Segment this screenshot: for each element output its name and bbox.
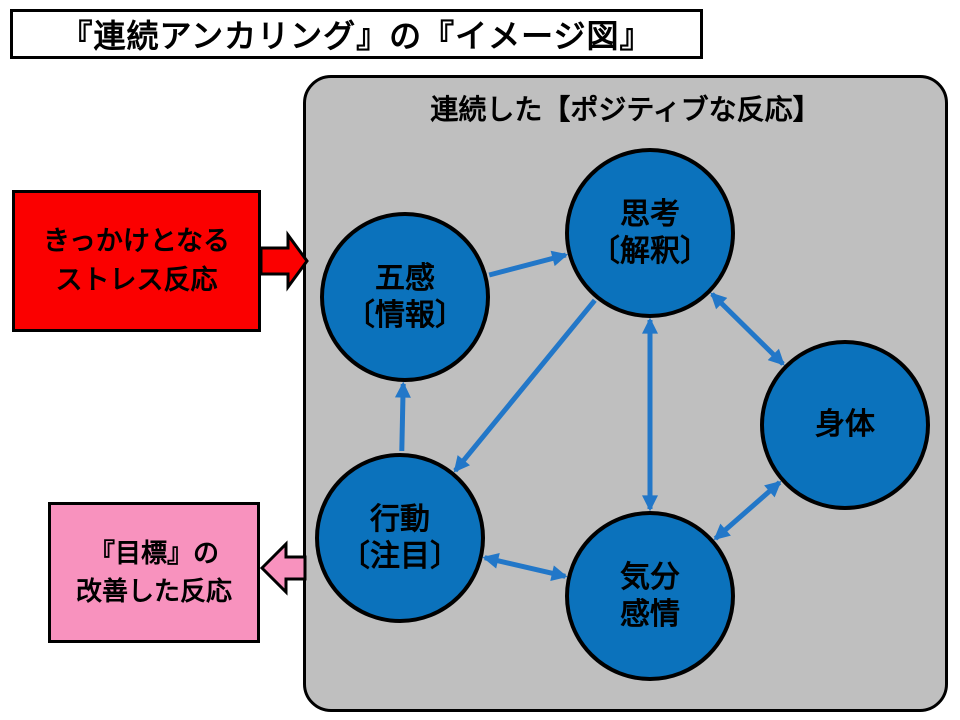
stress-trigger-box: きっかけとなる ストレス反応 — [12, 190, 261, 332]
slide-title-text: 『連続アンカリング』の『イメージ図』 — [60, 18, 653, 54]
panel-header: 連続した【ポジティブな反応】 — [430, 94, 821, 125]
goal-block-arrow-icon — [259, 540, 307, 596]
node-thought-line1: 思考 — [620, 197, 680, 231]
stress-trigger-line1: きっかけとなる — [42, 225, 231, 256]
node-body: 身体 — [760, 340, 930, 510]
node-thought-line2: 〔解釈〕 — [590, 235, 710, 268]
slide-title: 『連続アンカリング』の『イメージ図』 — [10, 9, 703, 59]
node-mood: 気分 感情 — [565, 511, 735, 681]
goal-response-line1: 『目標』の — [88, 537, 219, 568]
node-senses: 五感 〔情報〕 — [320, 212, 490, 382]
node-action: 行動 〔注目〕 — [315, 453, 485, 623]
node-body-line1: 身体 — [815, 408, 875, 442]
node-thought: 思考 〔解釈〕 — [565, 148, 735, 318]
node-action-line2: 〔注目〕 — [340, 540, 460, 573]
goal-response-box: 『目標』の 改善した反応 — [48, 502, 260, 643]
node-senses-line2: 〔情報〕 — [345, 299, 465, 332]
node-action-line1: 行動 — [370, 502, 430, 536]
stress-trigger-line2: ストレス反応 — [55, 265, 218, 295]
node-mood-line1: 気分 — [620, 560, 680, 594]
stress-block-arrow-icon — [259, 230, 309, 292]
node-mood-line2: 感情 — [620, 598, 680, 631]
node-senses-line1: 五感 — [375, 261, 435, 295]
goal-response-line2: 改善した反応 — [75, 575, 232, 606]
